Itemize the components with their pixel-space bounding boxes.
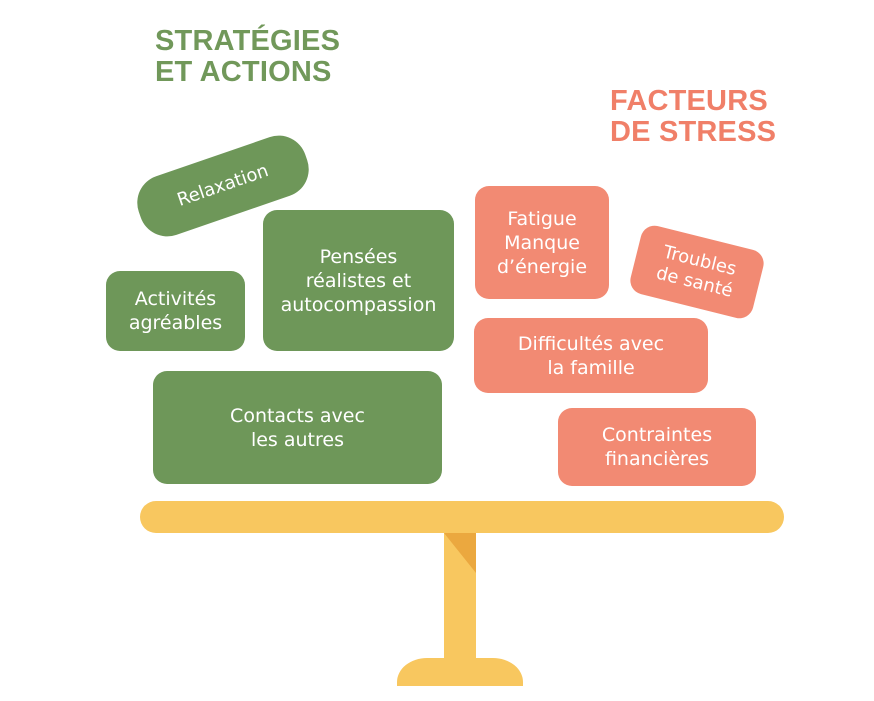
stress-troubles-sante: Troubles de santé — [627, 222, 767, 322]
stress-difficultes-famille: Difficultés avec la famille — [474, 318, 708, 393]
stress-fatigue: Fatigue Manque d’énergie — [475, 186, 609, 299]
strategies-heading-line1: STRATÉGIES — [155, 25, 341, 57]
stress-heading-line1: FACTEURS — [610, 85, 768, 117]
strategy-pensees-realistes: Pensées réalistes et autocompassion — [263, 210, 454, 351]
scale-post — [444, 533, 476, 663]
stress-contraintes-financieres: Contraintes financières — [558, 408, 756, 486]
strategy-activites-agreables: Activités agréables — [106, 271, 245, 351]
strategy-contacts-autres: Contacts avec les autres — [153, 371, 442, 484]
scale-base — [397, 658, 523, 686]
scale-beam — [140, 501, 784, 533]
strategies-heading-line2: ET ACTIONS — [155, 56, 332, 88]
strategies-heading: STRATÉGIES ET ACTIONS — [155, 26, 340, 88]
stress-heading: FACTEURS DE STRESS — [610, 86, 776, 148]
stress-heading-line2: DE STRESS — [610, 116, 777, 148]
